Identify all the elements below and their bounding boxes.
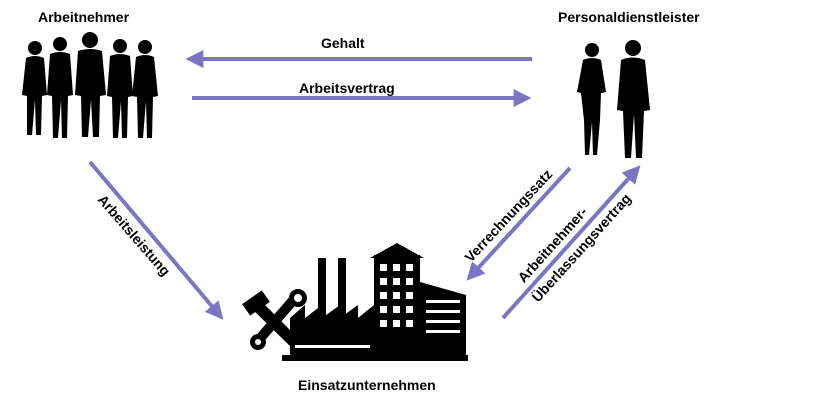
edge-label-arbeitsvertrag: Arbeitsvertrag xyxy=(299,80,395,96)
node-label-einsatzunternehmen: Einsatzunternehmen xyxy=(298,377,436,393)
edge-label-gehalt: Gehalt xyxy=(321,35,365,51)
node-label-personaldienstleister: Personaldienstleister xyxy=(558,9,700,25)
arrow-arbeitsleistung xyxy=(88,160,224,320)
edge-label-arbeitsleistung: Arbeitsleistung xyxy=(95,191,174,278)
node-label-arbeitnehmer: Arbeitnehmer xyxy=(38,9,130,25)
tools-icon xyxy=(242,289,307,350)
arrow-ueberlassungsvertrag xyxy=(501,165,641,320)
arrow-verrechnungssatz xyxy=(466,166,572,281)
workers-group-icon xyxy=(22,32,158,138)
business-people-icon xyxy=(577,40,650,158)
factory-icon xyxy=(282,243,468,361)
